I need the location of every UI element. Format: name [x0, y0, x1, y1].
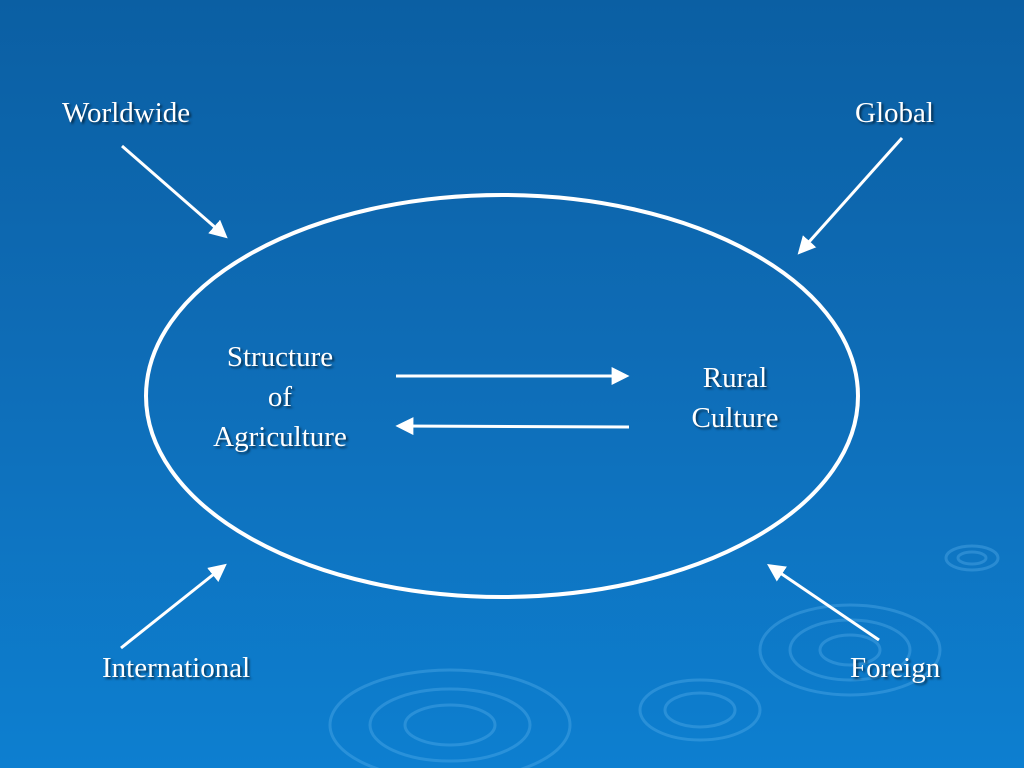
label-worldwide: Worldwide — [62, 97, 191, 129]
label-foreign: Foreign — [850, 652, 941, 684]
node-structure-line: Agriculture — [213, 421, 347, 453]
label-global: Global — [855, 97, 934, 129]
water-ripples-decoration — [328, 544, 1000, 768]
node-rural-line: Culture — [691, 402, 779, 434]
node-structure-line: Structure — [226, 341, 334, 373]
arrow-foreign — [767, 563, 880, 642]
node-structure-of-agriculture: Structure of Agriculture — [190, 337, 370, 457]
node-rural-line: Rural — [702, 362, 768, 394]
arrow-worldwide — [121, 144, 228, 239]
arrow-global — [797, 136, 904, 255]
arrow-international — [120, 563, 227, 650]
node-structure-line: of — [267, 381, 293, 413]
node-rural-culture: Rural Culture — [660, 358, 810, 438]
arrow-rural-to-structure — [395, 417, 630, 436]
label-international: International — [102, 652, 251, 684]
system-boundary-ellipse — [144, 193, 860, 599]
